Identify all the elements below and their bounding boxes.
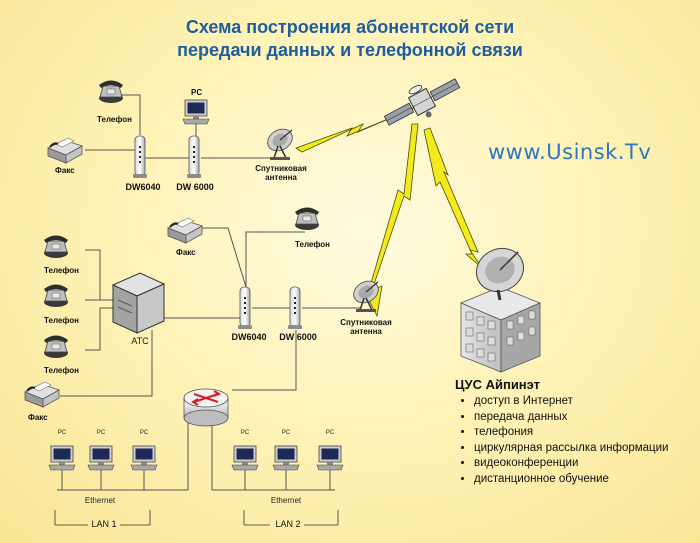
- satellite-icon: [383, 78, 461, 126]
- ethernet-label: Ethernet: [270, 496, 302, 505]
- list-item: доступ в Интернет: [474, 394, 668, 410]
- telephone-label: Телефон: [97, 115, 132, 124]
- telephone-icon: [43, 235, 69, 259]
- list-item: циркулярная рассылка информации: [474, 441, 668, 457]
- pbx-label: АТС: [131, 336, 149, 346]
- modem-icon: [237, 286, 253, 330]
- services-list: доступ в Интернет передача данных телефо…: [462, 394, 668, 487]
- diagram-title-line-1: Схема построения абонентской сети: [185, 17, 515, 37]
- lan-label: LAN 1: [91, 519, 117, 529]
- pc-label: PC: [240, 430, 250, 436]
- router-icon: [183, 388, 229, 427]
- pc-label: PC: [57, 430, 67, 436]
- hub-title: ЦУС Айпинэт: [455, 377, 541, 392]
- lan-brackets: [54, 510, 339, 526]
- pc-label: PC: [96, 430, 106, 436]
- pc-icon: [87, 445, 115, 471]
- telephone-icon: [43, 335, 69, 359]
- telephone-label: Телефон: [44, 366, 79, 375]
- fax-label: Факс: [55, 166, 75, 175]
- telephone-icon: [98, 80, 124, 104]
- diagram-title-line-2: передачи данных и телефонной связи: [177, 40, 523, 60]
- building-icon: [459, 286, 542, 373]
- telephone-label: Телефон: [44, 266, 79, 275]
- pc-icon: [272, 445, 300, 471]
- pc-icon: [48, 445, 76, 471]
- pc-label: PC: [139, 430, 149, 436]
- fax-label: Факс: [28, 413, 48, 422]
- pc-icon: [231, 445, 259, 471]
- list-item: телефония: [474, 425, 668, 441]
- telephone-icon: [294, 207, 320, 231]
- fax-icon: [47, 137, 83, 164]
- antenna-label: Спутниковая антенна: [255, 164, 307, 182]
- satellite-links: [295, 107, 483, 318]
- modem-label: DW 6000: [176, 182, 214, 192]
- pc-label: PC: [191, 88, 203, 97]
- fax-label: Факс: [176, 248, 196, 257]
- list-item: дистанционное обучение: [474, 472, 668, 488]
- pc-icon: [130, 445, 158, 471]
- telephone-label: Телефон: [44, 316, 79, 325]
- lan-label: LAN 2: [275, 519, 301, 529]
- satellite-dish-icon: [476, 247, 524, 301]
- list-item: передача данных: [474, 410, 668, 426]
- fax-icon: [167, 217, 203, 244]
- list-item: видеоконференции: [474, 456, 668, 472]
- modem-icon: [186, 135, 202, 179]
- watermark: www.Usinsk.Tv: [488, 140, 652, 164]
- modem-label: DW6040: [125, 182, 161, 192]
- satellite-dish-icon: [262, 124, 298, 161]
- pc-icon: [182, 99, 210, 125]
- telephone-label: Телефон: [295, 240, 330, 249]
- fax-icon: [24, 381, 60, 408]
- ethernet-label: Ethernet: [84, 496, 116, 505]
- pc-icon: [316, 445, 344, 471]
- modem-label: DW6040: [231, 332, 267, 342]
- pbx-icon: [111, 272, 166, 334]
- modem-icon: [287, 286, 303, 330]
- antenna-label: Спутниковая антенна: [340, 318, 392, 336]
- telephone-icon: [43, 284, 69, 308]
- modem-label: DW 6000: [279, 332, 317, 342]
- pc-label: PC: [325, 430, 335, 436]
- pc-label: PC: [281, 430, 291, 436]
- modem-icon: [132, 135, 148, 179]
